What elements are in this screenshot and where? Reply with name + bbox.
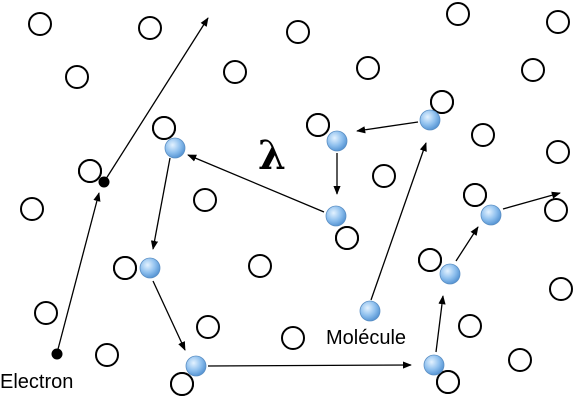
- molecule-path-arrow: [502, 191, 561, 210]
- tracked-molecule: [439, 263, 461, 285]
- electron-path: [56, 17, 209, 354]
- background-molecule: [356, 56, 380, 80]
- background-molecule: [78, 159, 102, 183]
- background-molecule: [418, 248, 442, 272]
- background-molecule: [446, 2, 470, 26]
- background-molecule: [508, 348, 532, 372]
- electron-path-arrow: [56, 192, 101, 354]
- background-molecule: [193, 188, 217, 212]
- tracked-molecule: [185, 355, 207, 377]
- background-molecule: [113, 256, 137, 280]
- electron-positions: [51, 176, 110, 360]
- background-molecule: [549, 277, 573, 301]
- background-molecule: [65, 65, 89, 89]
- background-molecule: [372, 164, 396, 188]
- background-molecule: [170, 372, 194, 396]
- molecule-path-arrow: [356, 121, 419, 134]
- mean-free-path-label: λ: [258, 132, 287, 179]
- background-molecule: [248, 254, 272, 278]
- background-molecule: [20, 197, 44, 221]
- background-molecule: [521, 58, 545, 82]
- background-molecule: [95, 343, 119, 367]
- background-molecule: [223, 60, 247, 84]
- background-molecule: [335, 226, 359, 250]
- molecule-path-arrow: [187, 154, 325, 213]
- tracked-molecule: [359, 300, 381, 322]
- background-molecule: [463, 183, 487, 207]
- background-molecule: [196, 315, 220, 339]
- background-molecule: [544, 198, 568, 222]
- tracked-molecule: [164, 137, 186, 159]
- background-molecule: [436, 370, 460, 394]
- tracked-molecule: [326, 130, 348, 152]
- electron-label: Electron: [0, 371, 74, 393]
- background-molecule: [471, 123, 495, 147]
- background-molecule: [458, 314, 482, 338]
- molecule-label: Molécule: [326, 327, 407, 349]
- background-molecule: [281, 326, 305, 350]
- tracked-molecule: [325, 205, 347, 227]
- molecule-path: [150, 121, 561, 369]
- tracked-molecule: [480, 204, 502, 226]
- background-molecule: [152, 116, 176, 140]
- tracked-molecule-positions: [139, 109, 502, 377]
- background-molecule: [138, 16, 162, 40]
- molecule-path-arrow: [455, 226, 479, 262]
- background-molecule: [306, 113, 330, 137]
- background-molecule: [546, 10, 570, 34]
- electron-dot: [51, 348, 63, 360]
- background-molecule: [546, 140, 570, 164]
- background-molecule: [430, 90, 454, 114]
- molecule-path-arrow: [435, 295, 446, 353]
- molecule-path-arrow: [370, 142, 427, 301]
- electron-path-arrow: [103, 17, 209, 183]
- background-molecule: [28, 12, 52, 36]
- electron-dot: [98, 176, 110, 188]
- background-molecule: [286, 20, 310, 44]
- molecule-path-arrow: [207, 361, 412, 369]
- background-molecule: [34, 301, 58, 325]
- molecule-path-arrow: [152, 280, 186, 351]
- background-molecules-front: [78, 90, 487, 396]
- tracked-molecule: [419, 109, 441, 131]
- tracked-molecule: [423, 354, 445, 376]
- background-molecules: [20, 2, 573, 396]
- molecule-path-arrow: [150, 157, 171, 250]
- tracked-molecule: [139, 257, 161, 279]
